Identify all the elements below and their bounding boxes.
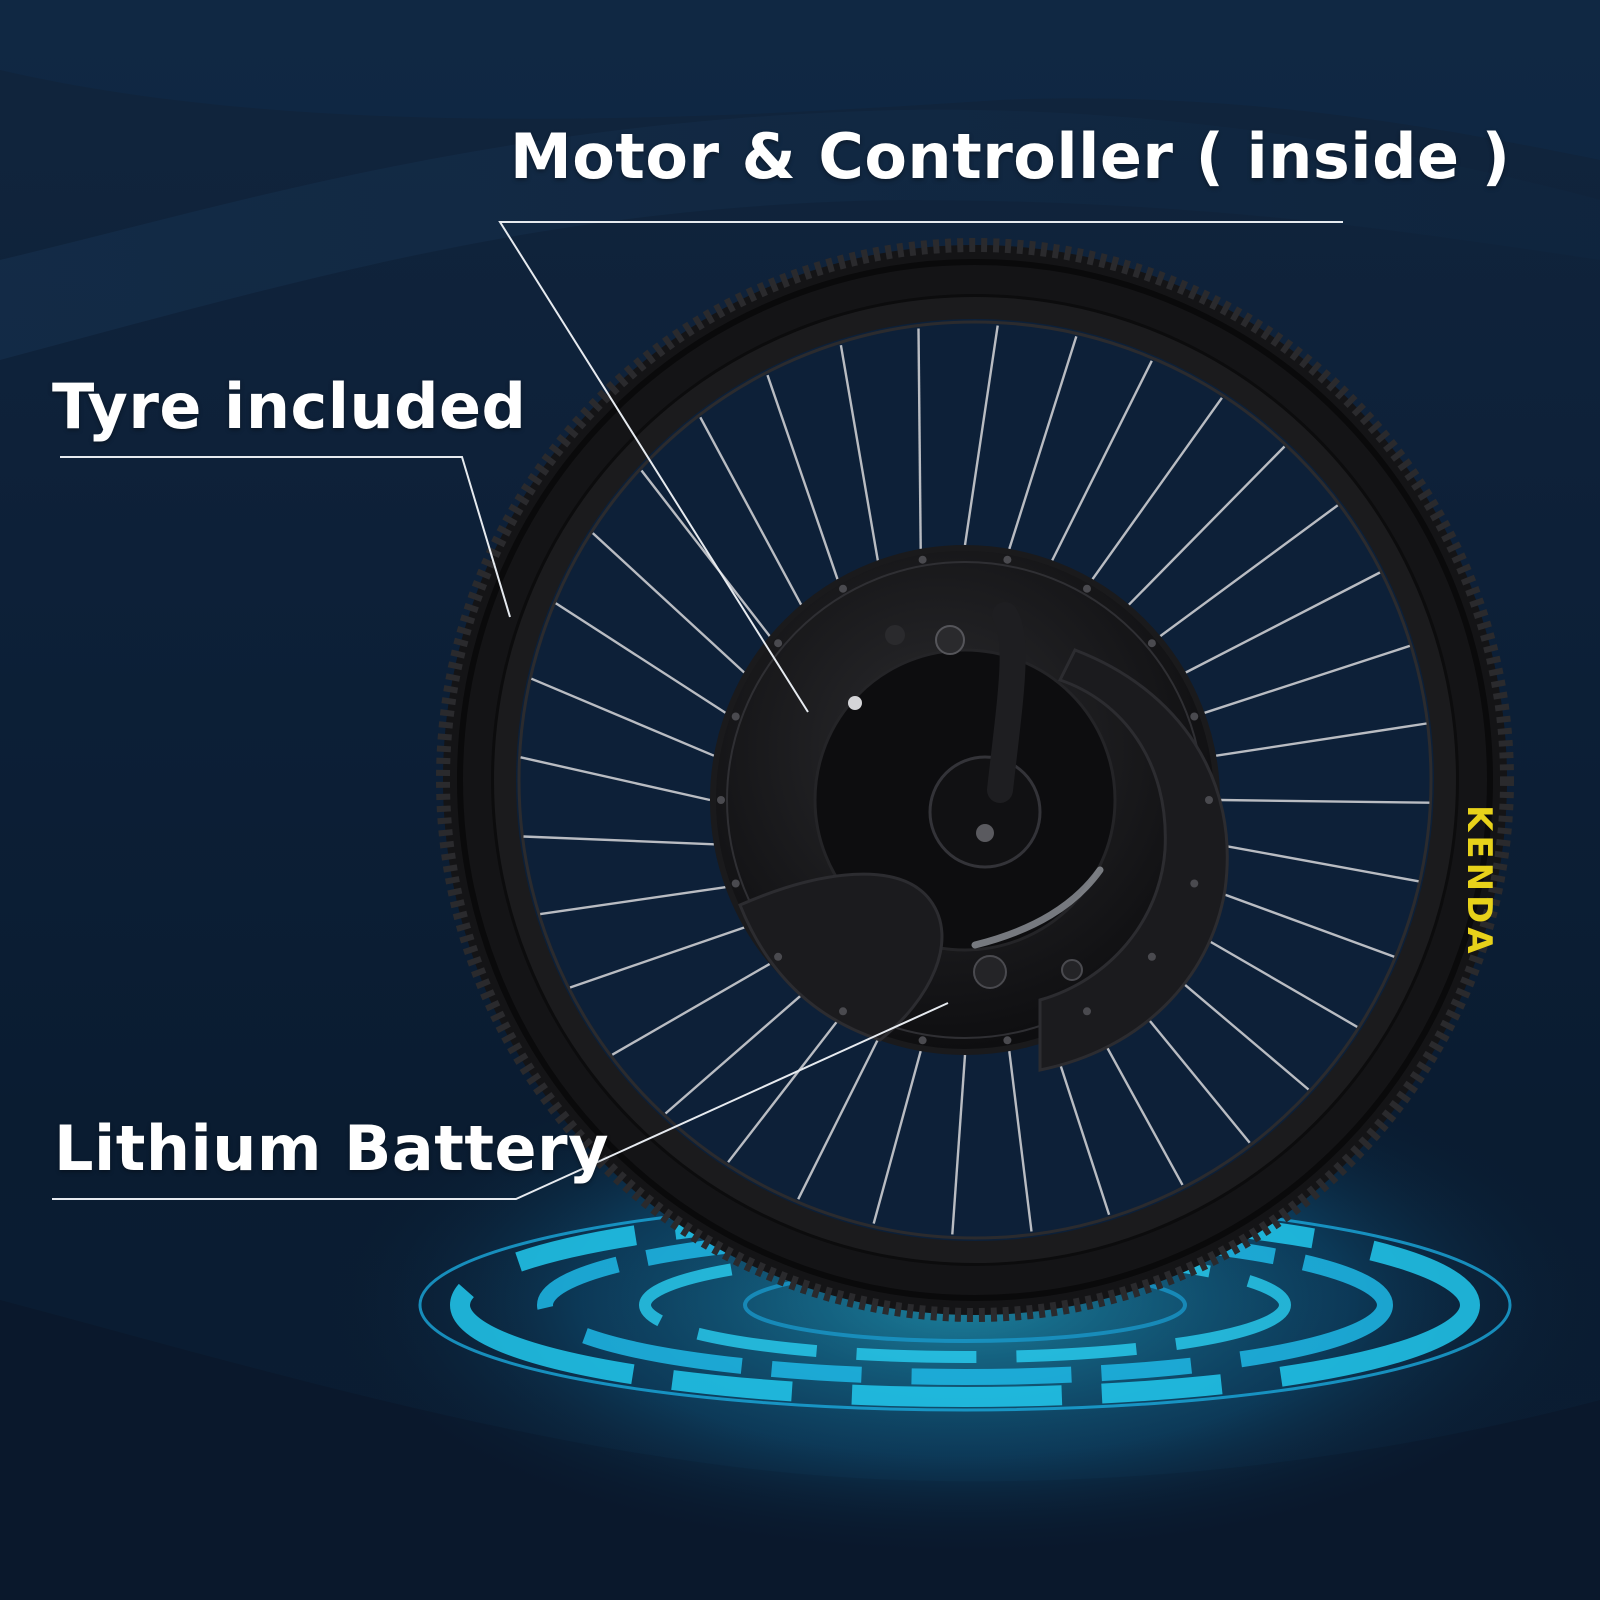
hub-bolt xyxy=(918,1036,927,1045)
battery-leader-line xyxy=(52,1002,949,1200)
spoke xyxy=(1204,644,1411,714)
spoke xyxy=(664,994,802,1115)
hub-bolt xyxy=(1083,584,1091,593)
hub-bolt xyxy=(1003,1036,1012,1045)
spoke xyxy=(797,1039,879,1200)
motor-leader-line xyxy=(498,221,1343,713)
hub-bolt xyxy=(774,952,783,961)
hub-bolt xyxy=(731,712,740,721)
spoke xyxy=(640,469,771,637)
spoke xyxy=(766,374,839,580)
spoke xyxy=(699,416,803,606)
spoke xyxy=(1219,798,1430,804)
hub-bolt xyxy=(1190,879,1199,888)
spoke xyxy=(1051,360,1153,561)
spoke xyxy=(1215,843,1419,883)
spoke xyxy=(1051,1039,1111,1216)
spoke xyxy=(1185,926,1358,1028)
spoke xyxy=(540,886,726,916)
spoke xyxy=(963,325,999,546)
tyre xyxy=(436,238,1514,1322)
tyre-leader-line xyxy=(60,456,511,618)
hub-bolt xyxy=(1147,952,1156,961)
spokes xyxy=(520,325,1430,1235)
tyre-brand-text: KENDA xyxy=(1459,805,1499,958)
spoke xyxy=(555,602,727,714)
hub-bolt xyxy=(1147,639,1156,648)
spoke xyxy=(1215,722,1427,757)
hub-bolt xyxy=(839,1007,847,1016)
spoke xyxy=(1204,886,1395,958)
spoke xyxy=(523,835,714,846)
hub-bolt xyxy=(731,879,740,888)
tyre-label: Tyre included xyxy=(52,370,527,443)
background-wave-mid xyxy=(0,109,1600,360)
battery-label: Lithium Battery xyxy=(54,1112,610,1185)
background-wave-top xyxy=(0,0,1600,160)
hub-bolt xyxy=(839,584,847,593)
spoke xyxy=(1008,1050,1033,1232)
spoke xyxy=(520,756,711,802)
spoke xyxy=(951,1054,967,1235)
battery-casing xyxy=(1038,648,1229,1072)
spoke xyxy=(569,926,745,989)
hub-bolt xyxy=(1190,712,1199,721)
motor-controller-label: Motor & Controller ( inside ) xyxy=(510,120,1511,193)
spoke xyxy=(917,328,922,549)
hub-bolt xyxy=(1003,555,1012,564)
spoke xyxy=(727,1020,839,1163)
hub-bolt xyxy=(918,555,927,564)
hub-motor xyxy=(710,545,1229,1072)
spoke xyxy=(591,532,746,674)
hub-bolt xyxy=(774,639,783,648)
hub-bolt xyxy=(1083,1007,1091,1016)
spoke xyxy=(1091,397,1223,580)
leader-lines xyxy=(52,221,1343,1200)
hub-bolt xyxy=(717,796,725,804)
spoke xyxy=(839,344,879,561)
hub-bolts xyxy=(717,555,1213,1045)
spoke xyxy=(1159,504,1339,638)
spoke xyxy=(1185,571,1381,674)
spoke xyxy=(530,677,715,757)
hub-bolt xyxy=(1205,796,1213,804)
spoke xyxy=(1128,445,1286,606)
spoke xyxy=(611,962,771,1056)
spoke xyxy=(872,1050,922,1224)
spoke xyxy=(1008,336,1078,550)
